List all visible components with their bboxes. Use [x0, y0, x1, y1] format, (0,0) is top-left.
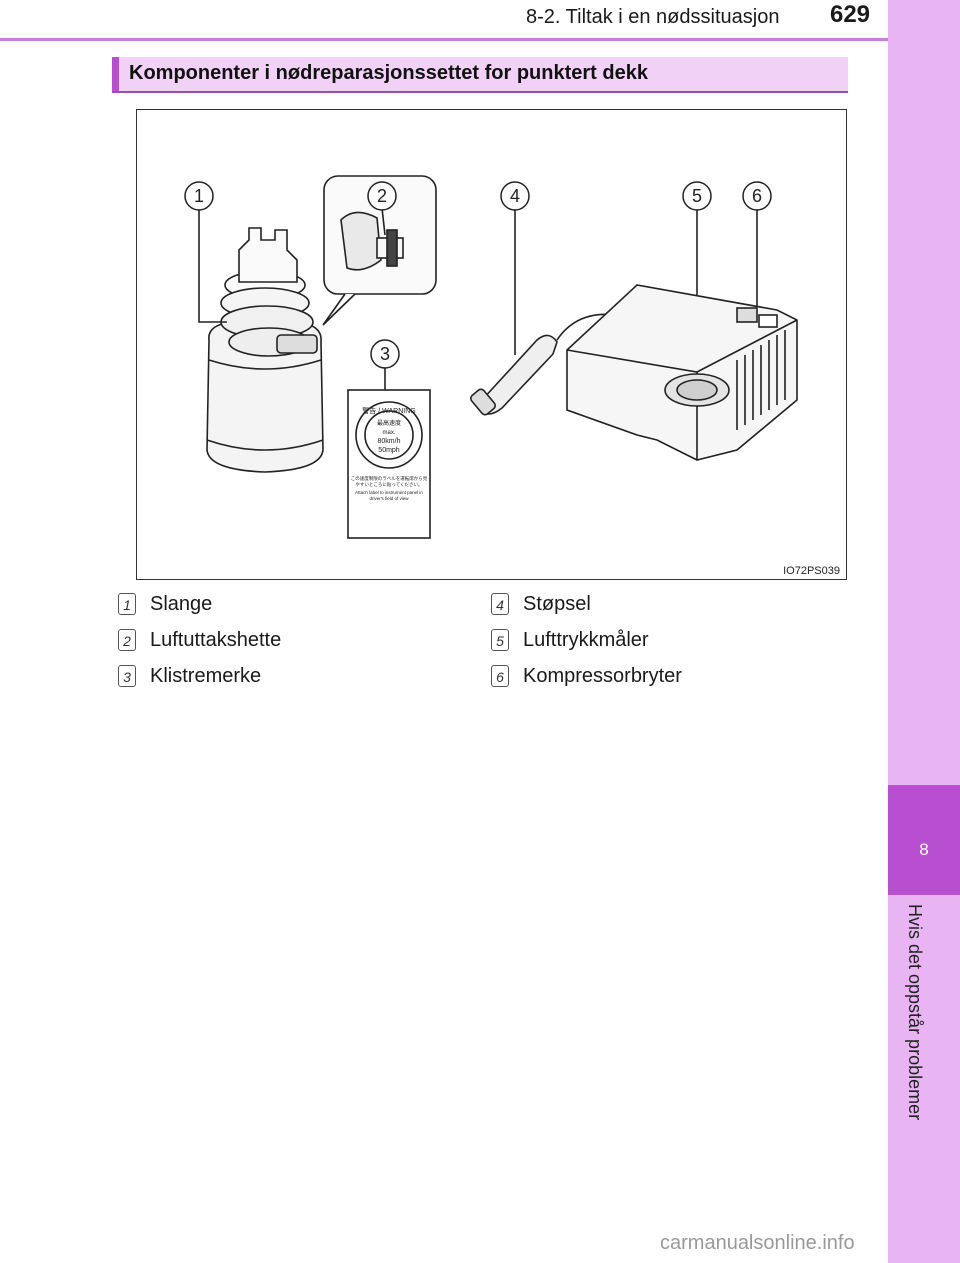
- sticker-max: max.: [382, 430, 395, 436]
- callout-2: [367, 181, 397, 211]
- legend-item-2: 2 Luftuttakshette: [118, 626, 281, 654]
- callout-5: [682, 181, 712, 211]
- legend-number: 4: [491, 593, 509, 615]
- sticker-mph: 50mph: [378, 447, 400, 454]
- sticker-warning: 警告 / WARNING: [362, 406, 415, 415]
- callout-label-4: 4: [510, 186, 520, 206]
- legend-label: Lufttrykkmåler: [523, 628, 649, 651]
- heading-accent: [112, 57, 119, 91]
- callout-3: [370, 339, 400, 369]
- legend-number: 3: [118, 665, 136, 687]
- legend-item-6: 6 Kompressorbryter: [491, 662, 682, 690]
- callout-1: [184, 181, 214, 211]
- sticker-speed-title: 最高速度: [377, 419, 401, 427]
- legend-item-4: 4 Støpsel: [491, 590, 591, 618]
- outlet-cap: [238, 227, 298, 283]
- sticker-kmh: 80km/h: [378, 438, 401, 445]
- callout-6: [742, 181, 772, 211]
- page-number: 629: [829, 1, 871, 28]
- legend-item-1: 1 Slange: [118, 590, 212, 618]
- heading-text: Komponenter i nødreparasjonssettet for p…: [129, 62, 648, 84]
- chapter-side-tab: [888, 0, 960, 1263]
- chapter-number: 8: [888, 785, 960, 895]
- sticker-jp-note: この速度制限のラベルを運転席から見やすいところに貼ってください。: [350, 476, 428, 487]
- callout-label-6: 6: [752, 186, 762, 206]
- legend-number: 1: [118, 593, 136, 615]
- figure-code: IO72PS039: [783, 565, 840, 577]
- legend-label: Støpsel: [523, 592, 591, 615]
- legend-item-5: 5 Lufttrykkmåler: [491, 626, 649, 654]
- section-title: 8-2. Tiltak i en nødssituasjon: [526, 6, 780, 28]
- legend-number: 6: [491, 665, 509, 687]
- section-heading: Komponenter i nødreparasjonssettet for p…: [112, 57, 848, 93]
- legend-label: Kompressorbryter: [523, 664, 682, 687]
- sticker-en-note: Attach label to instrument panel in driv…: [355, 490, 423, 501]
- callout-label-2: 2: [377, 186, 387, 206]
- repair-kit-illustration: 1 2 3 4 5 6 警告 / WARNING 最高速度 max. 80km/…: [136, 109, 847, 580]
- legend-label: Luftuttakshette: [150, 628, 282, 651]
- illustration-drawing: 1 2 3 4 5 6 警告 / WARNING 最高速度 max. 80km/…: [184, 175, 798, 539]
- callout-4: [500, 181, 530, 211]
- compressor-body: [566, 284, 798, 461]
- site-watermark: carmanualsonline.info: [660, 1232, 855, 1254]
- chapter-title: Hvis det oppstår problemer: [905, 904, 925, 1121]
- header-divider: [0, 38, 888, 41]
- legend-item-3: 3 Klistremerke: [118, 662, 261, 690]
- legend-label: Slange: [150, 592, 213, 615]
- legend-label: Klistremerke: [150, 664, 262, 687]
- callout-label-1: 1: [194, 186, 204, 206]
- callout-label-3: 3: [380, 344, 390, 364]
- legend-number: 5: [491, 629, 509, 651]
- legend-number: 2: [118, 629, 136, 651]
- callout-label-5: 5: [692, 186, 702, 206]
